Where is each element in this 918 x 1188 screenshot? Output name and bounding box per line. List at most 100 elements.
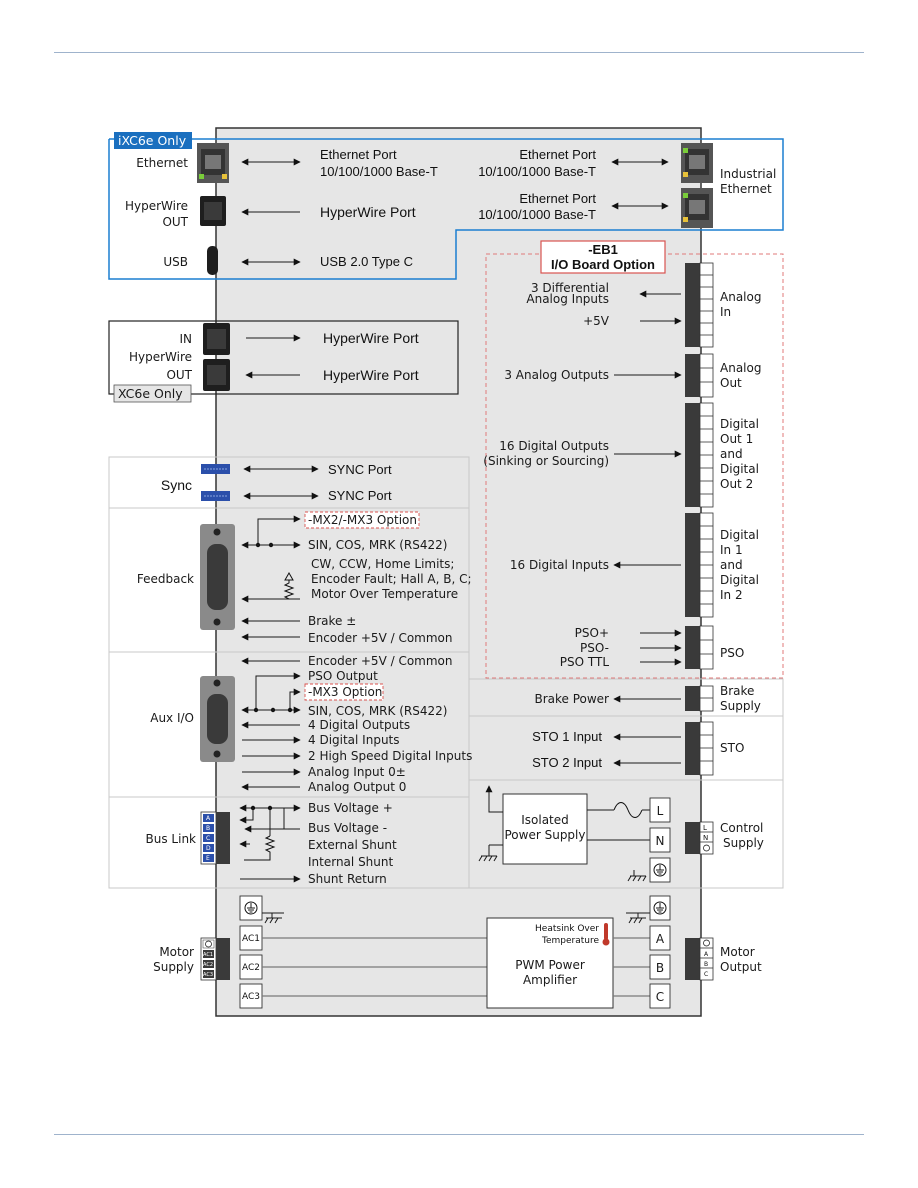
mx3-option-label: -MX3 Option xyxy=(308,685,382,699)
bus-link-terminal xyxy=(200,811,230,865)
resistor-icon xyxy=(244,835,276,861)
industrial-ethernet-label-2: Ethernet xyxy=(720,182,772,196)
analog-outputs-label: 3 Analog Outputs xyxy=(504,368,609,382)
iso-up-arrow xyxy=(485,785,503,813)
bus-link-label: Bus Link xyxy=(146,832,197,846)
analog-in-terminal xyxy=(685,262,714,348)
bus-link-a: A xyxy=(206,815,211,822)
pso-output-line xyxy=(255,672,301,710)
pwm-label-2: Amplifier xyxy=(523,973,577,987)
ind-ethernet-speed-1-label: 10/100/1000 Base-T xyxy=(478,164,596,179)
footer-rule xyxy=(54,1134,864,1135)
hyperwire-port-label: HyperWire Port xyxy=(320,204,416,220)
bus-link-d: D xyxy=(206,845,211,852)
analog-output-0-label: Analog Output 0 xyxy=(308,780,406,794)
ethernet-speed-label: 10/100/1000 Base-T xyxy=(320,164,438,179)
pwm-amplifier-box xyxy=(486,917,614,1009)
ms-ac3: AC3 xyxy=(203,972,213,978)
pso-minus-label: PSO- xyxy=(580,641,609,655)
ext-shunt-label: External Shunt xyxy=(308,838,397,852)
pso-label: PSO xyxy=(720,646,744,660)
dig-outputs-label-2: (Sinking or Sourcing) xyxy=(483,454,609,468)
fuse-icon xyxy=(613,802,643,818)
motor-supply-label-1: Motor xyxy=(159,945,194,959)
cs-l-label: L xyxy=(703,824,707,832)
sto2-label: STO 2 Input xyxy=(532,755,602,770)
hw-in-label: IN xyxy=(179,332,192,346)
analog-out-terminal xyxy=(685,353,714,398)
term-n-label: N xyxy=(656,834,665,848)
rj45-icon xyxy=(681,188,713,228)
sync-port-2-label: SYNC Port xyxy=(328,488,392,503)
mo-c-label: C xyxy=(704,971,708,978)
analog-in-label-2: In xyxy=(720,305,731,319)
resistor-icon xyxy=(283,571,295,600)
di-label-5: In 2 xyxy=(720,588,743,602)
sin-cos-label-2: SIN, COS, MRK (RS422) xyxy=(308,704,447,718)
sync-connector-1 xyxy=(201,464,230,474)
motor-output-terminal xyxy=(685,937,714,981)
do-label-5: Out 2 xyxy=(720,477,753,491)
brake-supply-terminal xyxy=(685,685,714,712)
usb-label: USB xyxy=(163,255,188,269)
hw-out-label: OUT xyxy=(166,368,192,382)
do-label-3: and xyxy=(720,447,743,461)
rj45-icon xyxy=(197,143,229,183)
term-c-label: C xyxy=(656,990,664,1004)
iso-label-1: Isolated xyxy=(521,813,569,827)
iso-label-2: Power Supply xyxy=(505,828,586,842)
sync-label: Sync xyxy=(161,477,192,493)
ground-icon xyxy=(627,870,647,882)
analog-out-label-2: Out xyxy=(720,376,742,390)
ground-icon xyxy=(653,863,667,877)
ac1-label: AC1 xyxy=(242,934,260,944)
mo-a-label: A xyxy=(704,951,709,958)
pso-plus-label: PSO+ xyxy=(575,626,609,640)
sync-connector-2 xyxy=(201,491,230,501)
motor-output-label-1: Motor xyxy=(720,945,755,959)
term-b xyxy=(649,954,671,980)
analog-out-label-1: Analog xyxy=(720,361,761,375)
rj45-icon xyxy=(681,143,713,183)
diff-inputs-label-1: 3 Differential xyxy=(531,281,609,295)
drive-panel xyxy=(215,127,702,1017)
mx3-option-box xyxy=(304,683,384,701)
brake-power-label: Brake Power xyxy=(534,692,609,706)
eb1-badge xyxy=(540,240,666,274)
heatsink-label-2: Temperature xyxy=(541,936,599,946)
di-label-3: and xyxy=(720,558,743,572)
aux-io-label: Aux I/O xyxy=(150,711,194,725)
mx2-option-label: -MX2/-MX3 Option xyxy=(308,513,417,527)
pso-ttl-label: PSO TTL xyxy=(560,655,610,669)
analog-in-label-1: Analog xyxy=(720,290,761,304)
industrial-ethernet-label-1: Industrial xyxy=(720,167,776,181)
dig-outputs-4-label: 4 Digital Outputs xyxy=(308,718,410,732)
aux-io-dsub-connector xyxy=(200,676,235,762)
pso-output-label: PSO Output xyxy=(308,669,378,683)
plus5v-label: +5V xyxy=(583,314,610,328)
ind-ethernet-port-1-label: Ethernet Port xyxy=(519,147,596,162)
enc-5v-label-1: Encoder +5V / Common xyxy=(308,631,453,645)
ms-ac2: AC2 xyxy=(203,962,213,968)
dig-outputs-label-1: 16 Digital Outputs xyxy=(499,439,609,453)
bus-link-e: E xyxy=(206,855,210,862)
ac2-label: AC2 xyxy=(242,963,260,973)
control-supply-label-1: Control xyxy=(720,821,763,835)
eb1-subtitle: I/O Board Option xyxy=(551,257,655,272)
motor-supply-label-2: Supply xyxy=(153,960,194,974)
dig-inputs-16-label: 16 Digital Inputs xyxy=(510,558,609,572)
ac3-label: AC3 xyxy=(242,992,260,1002)
heatsink-label-1: Heatsink Over xyxy=(535,924,599,934)
limits-label-2: Encoder Fault; Hall A, B, C; xyxy=(311,572,472,586)
control-supply-label-2: Supply xyxy=(723,836,764,850)
ethernet-label: Ethernet xyxy=(136,156,188,170)
pso-terminal xyxy=(685,625,714,670)
term-l-label: L xyxy=(657,804,664,818)
enc-5v-label-2: Encoder +5V / Common xyxy=(308,654,453,668)
int-shunt-label: Internal Shunt xyxy=(308,855,393,869)
term-b-label: B xyxy=(656,961,664,975)
thermometer-icon xyxy=(602,923,610,946)
ground-icon xyxy=(244,901,258,915)
term-l xyxy=(649,797,671,823)
